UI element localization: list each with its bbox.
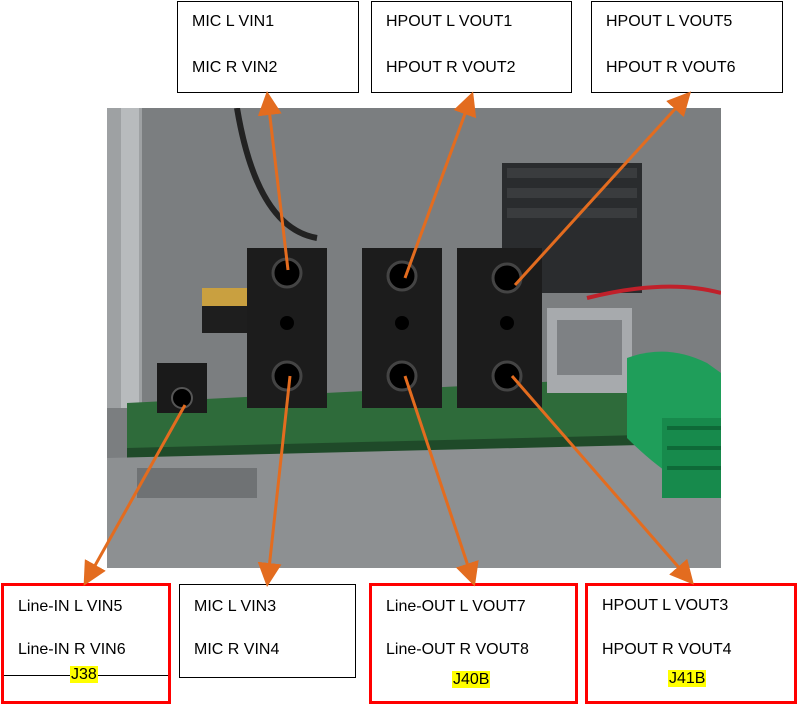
connector-label-j38: J38 xyxy=(70,666,98,683)
line-in-line2: Line-IN R VIN6 xyxy=(18,641,126,658)
board-photo xyxy=(107,108,721,568)
label-box-line-in: Line-IN L VIN5 Line-IN R VIN6 J38 xyxy=(1,583,171,704)
hpout-top1-line1: HPOUT L VOUT1 xyxy=(386,13,513,30)
standoff-post xyxy=(121,108,139,408)
line-out-line2: Line-OUT R VOUT8 xyxy=(386,641,529,658)
label-box-line-out: Line-OUT L VOUT7 Line-OUT R VOUT8 J40B xyxy=(369,583,578,704)
mic-bottom-line1: MIC L VIN3 xyxy=(194,598,277,615)
hpout-bottom-line1: HPOUT L VOUT3 xyxy=(602,597,729,614)
board-illustration xyxy=(107,108,721,568)
hpout-top2-line2: HPOUT R VOUT6 xyxy=(606,59,736,76)
label-box-hpout-bottom: HPOUT L VOUT3 HPOUT R VOUT4 J41B xyxy=(585,583,797,704)
mic-top-line2: MIC R VIN2 xyxy=(192,59,278,76)
mic-top-line1: MIC L VIN1 xyxy=(192,13,275,30)
line-in-line1: Line-IN L VIN5 xyxy=(18,598,123,615)
hpout-bottom-line2: HPOUT R VOUT4 xyxy=(602,641,732,658)
label-box-hpout-top2: HPOUT L VOUT5 HPOUT R VOUT6 xyxy=(591,1,783,93)
label-box-hpout-top1: HPOUT L VOUT1 HPOUT R VOUT2 xyxy=(371,1,572,93)
label-box-mic-bottom: MIC L VIN3 MIC R VIN4 xyxy=(179,584,356,678)
connector-label-j40b: J40B xyxy=(452,671,491,688)
hpout-top2-line1: HPOUT L VOUT5 xyxy=(606,13,733,30)
line-out-line1: Line-OUT L VOUT7 xyxy=(386,598,526,615)
connector-label-j41b: J41B xyxy=(668,670,707,687)
mic-bottom-line2: MIC R VIN4 xyxy=(194,641,280,658)
hpout-top1-line2: HPOUT R VOUT2 xyxy=(386,59,516,76)
label-box-mic-top: MIC L VIN1 MIC R VIN2 xyxy=(177,1,359,93)
